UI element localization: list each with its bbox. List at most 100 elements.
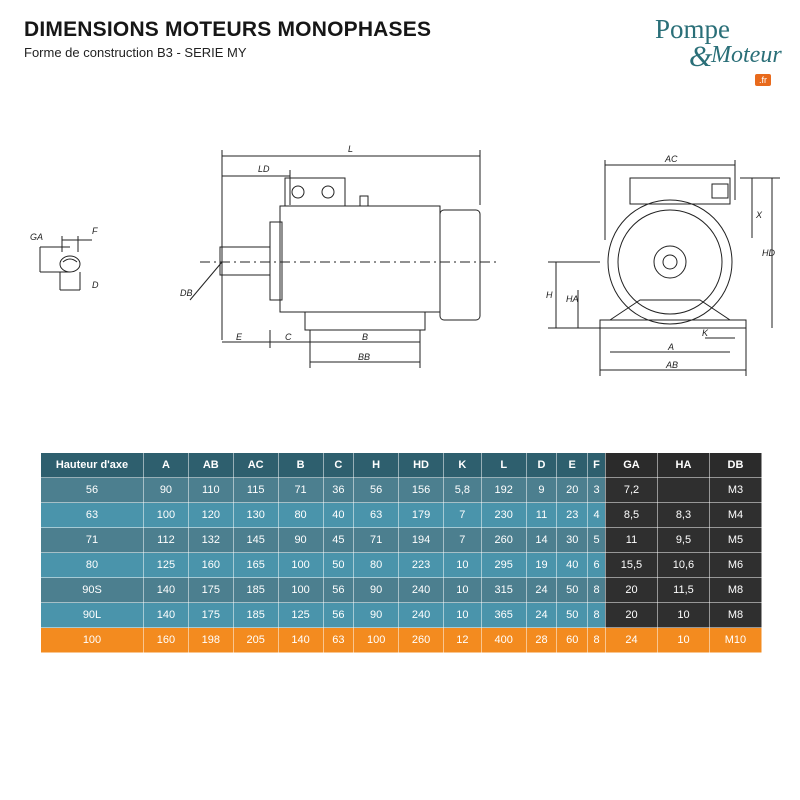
- dim-label-D: D: [92, 280, 99, 290]
- table-cell: 165: [232, 552, 279, 578]
- dim-label-HA: HA: [566, 294, 579, 304]
- table-cell: 100: [277, 552, 324, 578]
- table-cell: 10: [656, 627, 710, 653]
- table-cell: 90S: [40, 577, 144, 603]
- table-cell: 80: [277, 502, 324, 528]
- column-header: A: [143, 452, 189, 478]
- table-cell: 140: [143, 602, 189, 628]
- table-cell: 50: [556, 577, 589, 603]
- table-cell: 8,5: [604, 502, 658, 528]
- table-cell: 11: [604, 527, 658, 553]
- table-cell: M8: [708, 577, 763, 603]
- table-cell: 5: [587, 527, 606, 553]
- column-header: Hauteur d'axe: [40, 452, 144, 478]
- table-cell: 100: [277, 577, 324, 603]
- table-cell: 63: [353, 502, 400, 528]
- table-cell: 120: [187, 502, 234, 528]
- dim-label-L: L: [348, 144, 353, 154]
- table-cell: 90: [143, 477, 189, 503]
- dim-label-X: X: [755, 210, 763, 220]
- table-cell: 260: [480, 527, 527, 553]
- dim-label-DB: DB: [180, 288, 193, 298]
- table-cell: 10,6: [656, 552, 710, 578]
- dim-label-B: B: [362, 332, 368, 342]
- table-cell: M10: [708, 627, 763, 653]
- table-cell: 7,2: [604, 477, 658, 503]
- table-cell: 260: [398, 627, 444, 653]
- table-cell: 125: [143, 552, 189, 578]
- table-cell: 90: [353, 602, 400, 628]
- table-cell: M4: [708, 502, 763, 528]
- table-cell: 71: [40, 527, 144, 553]
- table-cell: 4: [587, 502, 606, 528]
- motor-side-view: [189, 150, 500, 368]
- page-subtitle: Forme de construction B3 - SERIE MY: [24, 45, 247, 60]
- brand-logo[interactable]: Pompe & Moteur .fr: [645, 12, 790, 92]
- page-title: DIMENSIONS MOTEURS MONOPHASES: [24, 18, 432, 41]
- table-cell: 6: [587, 552, 606, 578]
- table-cell: 179: [398, 502, 444, 528]
- table-cell: 230: [480, 502, 527, 528]
- table-cell: 10: [656, 602, 710, 628]
- table-cell: 8: [587, 577, 606, 603]
- column-header: H: [353, 452, 400, 478]
- header: DIMENSIONS MOTEURS MONOPHASES Forme de c…: [24, 18, 431, 60]
- table-cell: 90: [353, 577, 400, 603]
- table-cell: 5,8: [442, 477, 482, 503]
- motor-front-view: [548, 160, 780, 376]
- dim-label-GA: GA: [30, 232, 43, 242]
- column-header: E: [556, 452, 589, 478]
- table-cell: 8,3: [656, 502, 710, 528]
- table-cell: 175: [187, 577, 234, 603]
- table-cell: 24: [525, 577, 558, 603]
- table-cell: 56: [322, 602, 355, 628]
- table-cell: 185: [232, 577, 279, 603]
- table-cell: 175: [187, 602, 234, 628]
- table-cell: M5: [708, 527, 763, 553]
- table-cell: 198: [187, 627, 234, 653]
- table-cell: 23: [556, 502, 589, 528]
- table-cell: 36: [322, 477, 355, 503]
- table-cell: 45: [322, 527, 355, 553]
- dimension-labels: L LD DB E C B BB GA F D AC X HD H HA K A…: [30, 144, 775, 370]
- column-header: B: [277, 452, 324, 478]
- column-header: AC: [232, 452, 279, 478]
- dim-label-A: A: [667, 342, 674, 352]
- table-cell: 50: [556, 602, 589, 628]
- table-cell: 9,5: [656, 527, 710, 553]
- table-cell: 112: [143, 527, 189, 553]
- table-cell: 80: [40, 552, 144, 578]
- logo-badge: .fr: [755, 74, 771, 86]
- table-cell: 10: [442, 602, 482, 628]
- column-header: HA: [656, 452, 710, 478]
- table-cell: 100: [40, 627, 144, 653]
- dim-label-H: H: [546, 290, 553, 300]
- table-cell: 132: [187, 527, 234, 553]
- table-cell: 28: [525, 627, 558, 653]
- logo-ampersand: &: [689, 40, 713, 73]
- column-header: L: [480, 452, 527, 478]
- column-header: DB: [708, 452, 763, 478]
- logo-text-pompe: Pompe: [655, 14, 731, 44]
- column-header: AB: [187, 452, 234, 478]
- table-cell: 125: [277, 602, 324, 628]
- table-cell: 90: [277, 527, 324, 553]
- table-cell: 9: [525, 477, 558, 503]
- dim-label-F: F: [92, 226, 98, 236]
- table-cell: 156: [398, 477, 444, 503]
- table-cell: 14: [525, 527, 558, 553]
- table-cell: 8: [587, 627, 606, 653]
- table-cell: 71: [277, 477, 324, 503]
- table-cell: 110: [187, 477, 234, 503]
- column-header: GA: [604, 452, 658, 478]
- table-cell: 365: [480, 602, 527, 628]
